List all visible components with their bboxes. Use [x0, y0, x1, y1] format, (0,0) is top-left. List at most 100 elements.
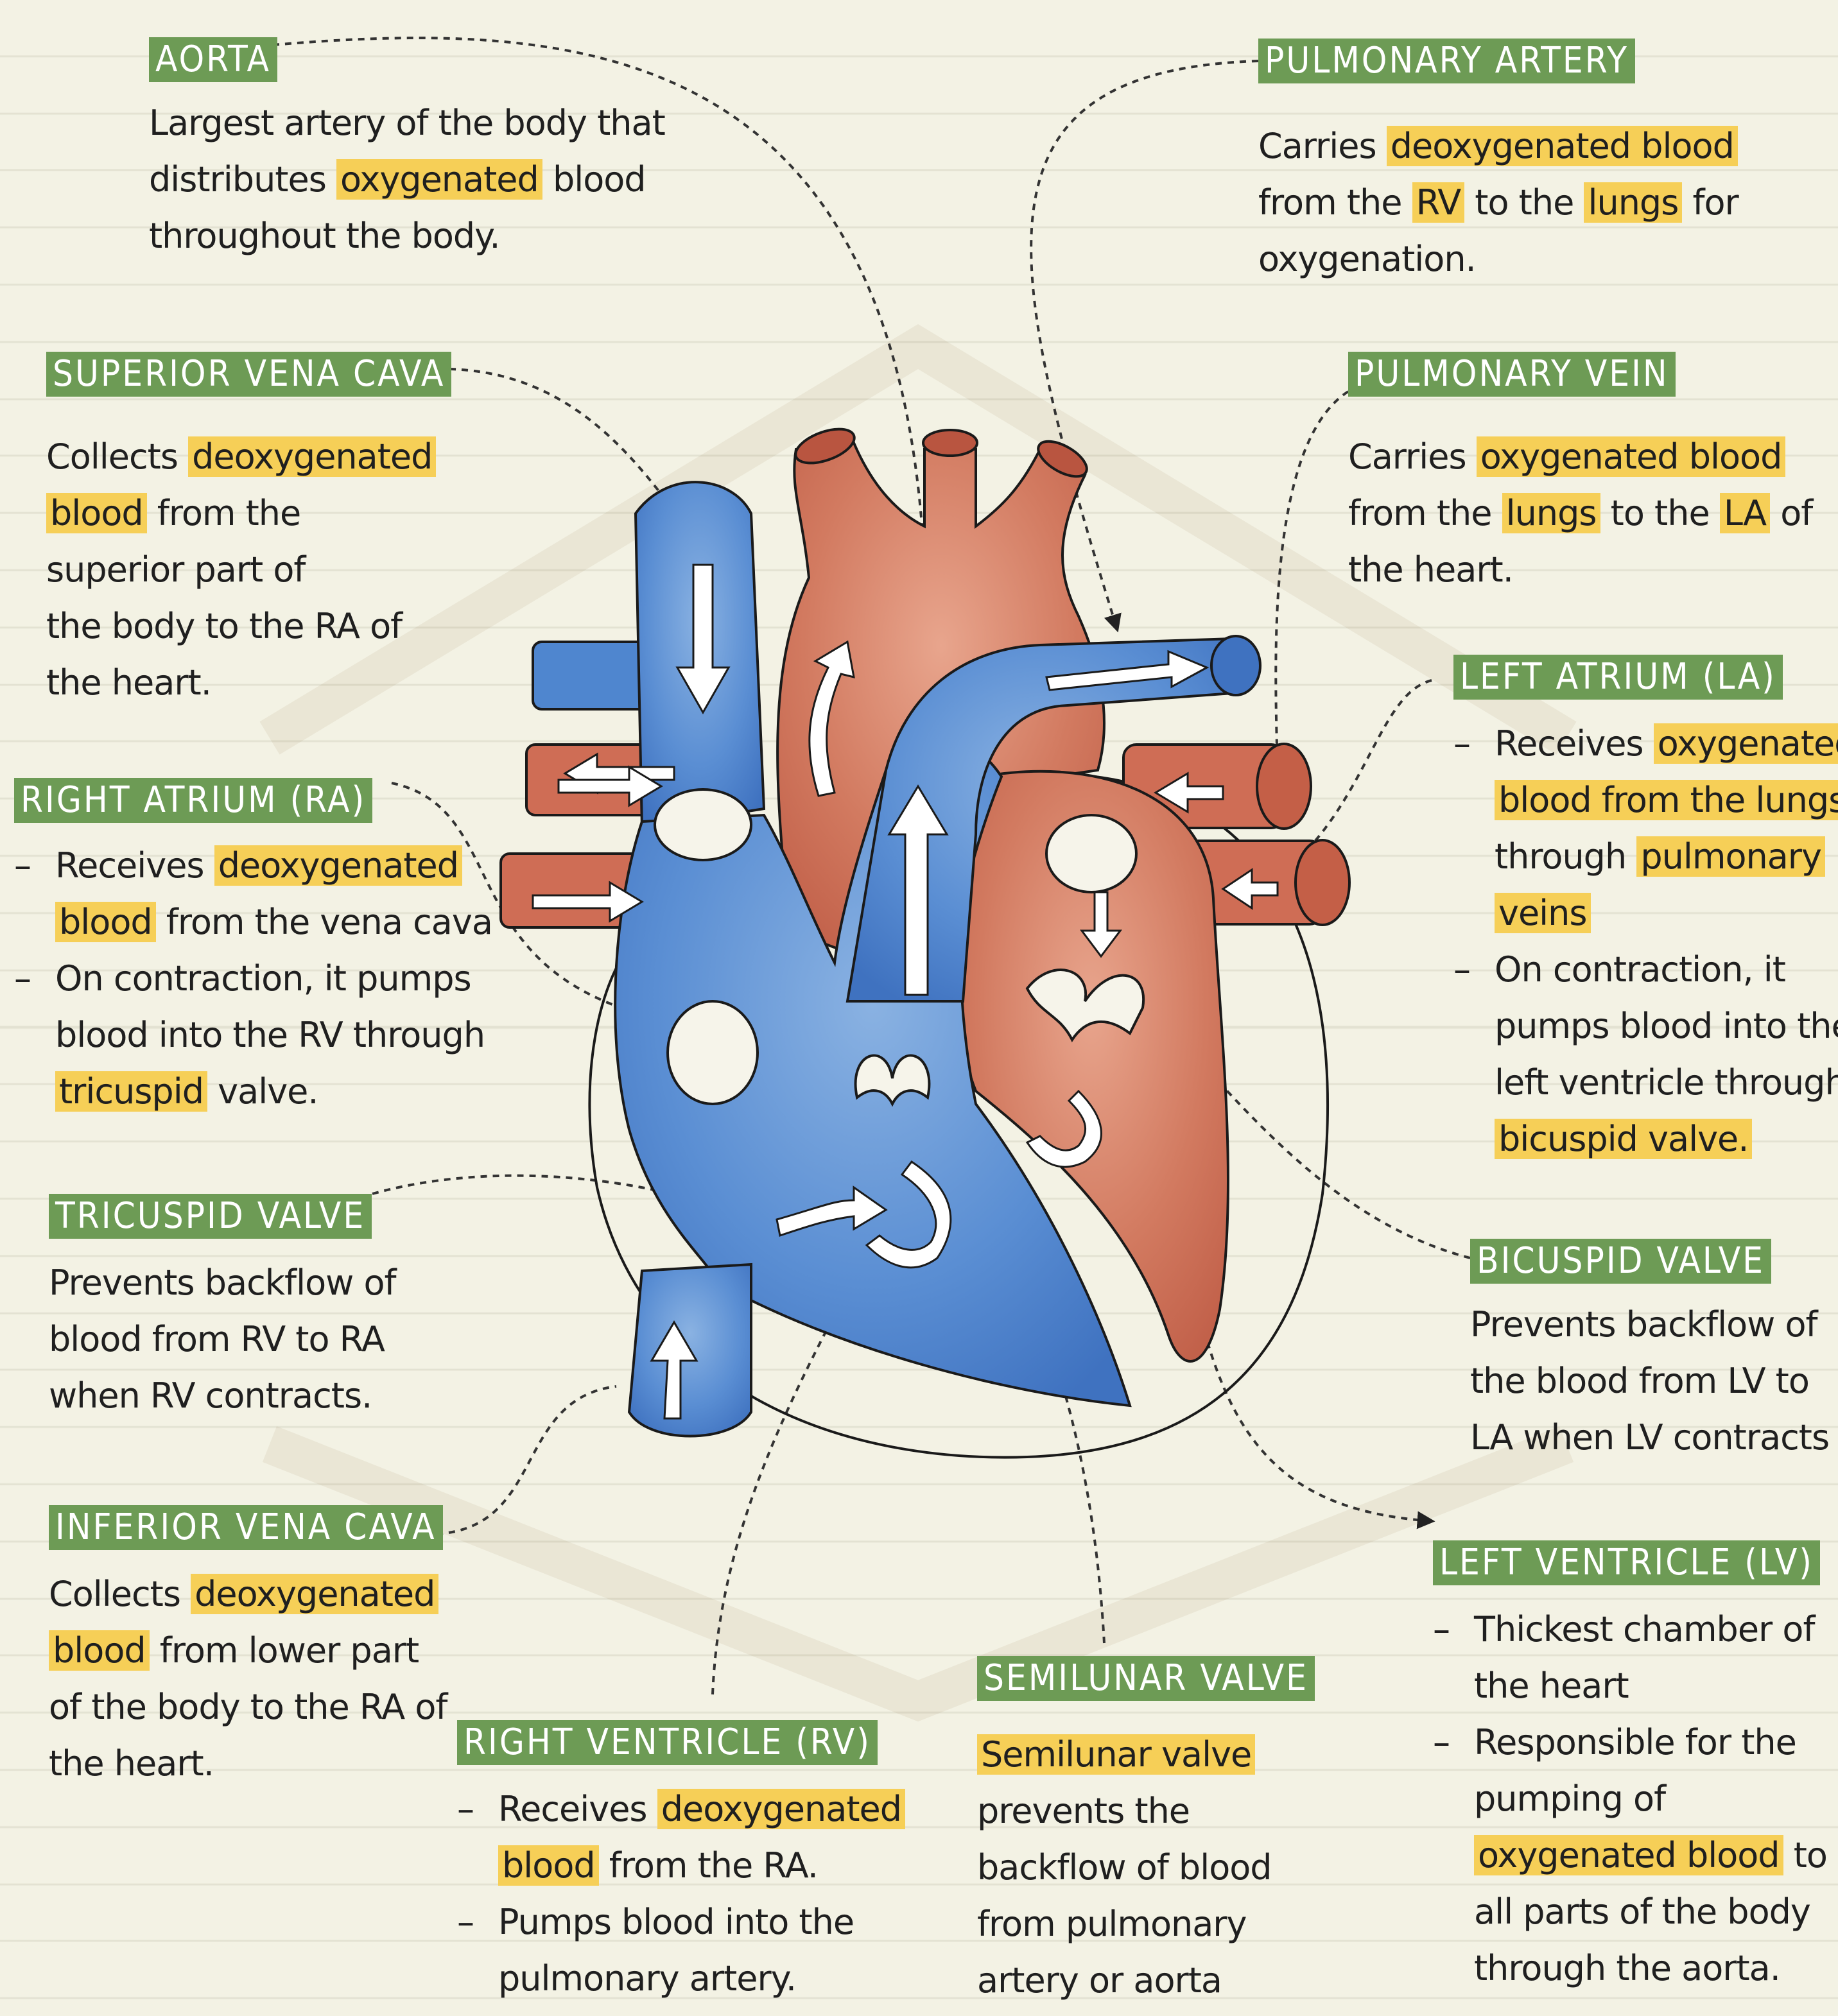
text-line: the heart. [49, 1736, 447, 1792]
text-segment: oxygenation. [1258, 239, 1476, 279]
text-line: the blood from LV to [1470, 1353, 1829, 1409]
text-line: blood from the lungs [1495, 772, 1838, 829]
text-line: bicuspid valve. [1495, 1111, 1838, 1167]
text-segment: artery or aorta [977, 1960, 1222, 2001]
text-line: pumps blood into the [1495, 998, 1838, 1055]
highlighted-text: blood [46, 493, 147, 533]
highlighted-text: lungs [1502, 493, 1600, 533]
semilunar-valve-description: Semilunar valveprevents thebackflow of b… [977, 1727, 1272, 2009]
text-segment: blood from RV to RA [49, 1319, 385, 1359]
text-line: Receives deoxygenated [498, 1781, 905, 1838]
text-segment: to the [1464, 182, 1584, 223]
text-segment: Receives [55, 845, 214, 886]
text-segment: from lower part [150, 1630, 419, 1671]
highlighted-text: blood [49, 1630, 150, 1671]
pulmonary-vein-description: Carries oxygenated bloodfrom the lungs t… [1348, 429, 1812, 598]
text-line: left ventricle through [1495, 1055, 1838, 1111]
superior-vena-cava-label: SUPERIOR VENA CAVA [46, 352, 451, 397]
highlighted-text: deoxygenated [188, 436, 436, 477]
text-line: throughout the body. [149, 208, 665, 264]
text-segment: the heart. [1348, 549, 1513, 590]
text-line: from pulmonary [977, 1896, 1272, 1952]
bullet-list: Receives deoxygenatedblood from the vena… [14, 838, 492, 1120]
text-line: Prevents backflow of [49, 1255, 396, 1311]
text-segment: distributes [149, 159, 336, 200]
text-segment: Thickest chamber of [1474, 1609, 1814, 1650]
aorta-label: AORTA [149, 37, 277, 82]
bullet-item: On contraction, it pumps blood into the R… [14, 951, 492, 1120]
text-segment: On contraction, it pumps [55, 958, 471, 999]
text-segment: Receives [498, 1789, 657, 1829]
text-segment: blood [542, 159, 646, 200]
tricuspid-valve-description: Prevents backflow of blood from RV to RA w… [49, 1255, 396, 1424]
text-segment: when RV contracts. [49, 1375, 372, 1416]
bullet-item: Responsible for the pumping of oxygenated … [1433, 1714, 1827, 1997]
text-line: through pulmonary [1495, 829, 1838, 885]
text-line: backflow of blood [977, 1839, 1272, 1896]
text-segment: On contraction, it [1495, 949, 1785, 990]
text-line: Receives deoxygenated [55, 838, 492, 894]
text-line: prevents the [977, 1783, 1272, 1839]
text-line: through the aorta. [1474, 1940, 1827, 1997]
text-line: Pumps blood into the [498, 1894, 905, 1951]
text-line: blood from the RA. [498, 1838, 905, 1894]
text-segment: for [1682, 182, 1738, 223]
semilunar-valve-label: SEMILUNAR VALVE [977, 1656, 1315, 1701]
text-segment: from the RA. [599, 1845, 818, 1886]
text-line: Largest artery of the body that [149, 95, 665, 151]
highlighted-text: lungs [1584, 182, 1682, 223]
text-segment: Receives [1495, 723, 1654, 764]
text-line: pumping of [1474, 1771, 1827, 1827]
text-line: On contraction, it pumps [55, 951, 492, 1007]
text-segment: prevents the [977, 1791, 1190, 1831]
text-line: Prevents backflow of [1470, 1297, 1829, 1353]
highlighted-text: RV [1412, 182, 1465, 223]
highlighted-text: LA [1720, 493, 1770, 533]
text-segment: LA when LV contracts [1470, 1417, 1829, 1458]
text-line: veins [1495, 885, 1838, 942]
pulmonary-artery-label: PULMONARY ARTERY [1258, 39, 1635, 83]
bullet-item: Thickest chamber ofthe heart [1433, 1601, 1827, 1714]
bicuspid-valve-label: BICUSPID VALVE [1470, 1239, 1771, 1284]
text-line: the body to the RA of [46, 598, 436, 655]
text-line: of the body to the RA of [49, 1679, 447, 1736]
text-segment: of the body to the RA of [49, 1687, 447, 1727]
text-segment: superior part of [46, 549, 305, 590]
highlighted-text: deoxygenated [214, 845, 462, 886]
text-segment: Carries [1348, 436, 1477, 477]
highlighted-text: veins [1495, 893, 1591, 933]
tricuspid-valve-label: TRICUSPID VALVE [49, 1194, 372, 1239]
text-segment: from pulmonary [977, 1904, 1246, 1944]
text-segment: the heart. [46, 662, 211, 703]
tricuspid-opening [668, 1001, 758, 1104]
text-line: oxygenated blood to [1474, 1827, 1827, 1884]
highlighted-text: oxygenated [336, 159, 542, 200]
text-segment: to the [1600, 493, 1720, 533]
text-line: Thickest chamber of [1474, 1601, 1827, 1658]
highlighted-text: pulmonary [1636, 836, 1825, 877]
text-segment: Largest artery of the body that [149, 103, 665, 143]
highlighted-text: bicuspid valve. [1495, 1119, 1752, 1159]
text-segment: Responsible for the [1474, 1722, 1796, 1762]
text-line: Carries deoxygenated blood [1258, 118, 1738, 175]
text-line: blood into the RV through [55, 1007, 492, 1064]
text-line: Receives oxygenated [1495, 716, 1838, 772]
right-atrium-label: RIGHT ATRIUM (RA) [14, 778, 372, 823]
bullet-item: On contraction, it pumps blood into the le… [1453, 942, 1838, 1167]
text-segment: Collects [46, 436, 188, 477]
text-segment: pumps blood into the [1495, 1006, 1838, 1046]
text-segment: pumping of [1474, 1779, 1665, 1819]
text-line: all parts of the body [1474, 1884, 1827, 1940]
superior-vena-cava-description: Collects deoxygenatedblood from thesuper… [46, 429, 436, 711]
text-segment: throughout the body. [149, 216, 500, 256]
text-segment: the body to the RA of [46, 606, 402, 646]
highlighted-text: deoxygenated [191, 1574, 438, 1614]
